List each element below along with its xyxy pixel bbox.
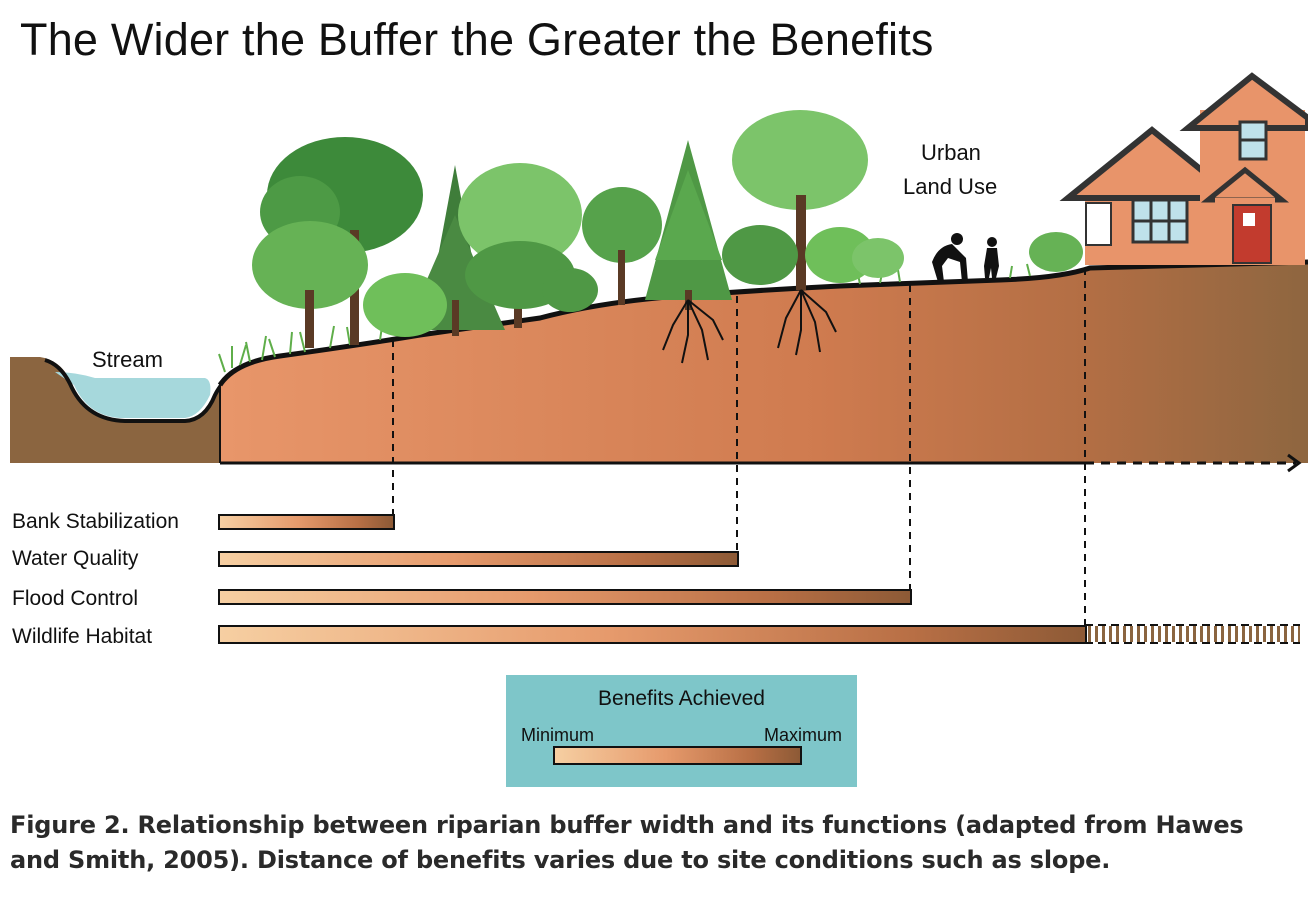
benefit-label-wildlife-habitat: Wildlife Habitat (12, 625, 152, 649)
benefit-bar-water-quality (218, 551, 739, 567)
benefit-label-bank-stabilization: Bank Stabilization (12, 510, 179, 534)
legend-gradient-bar (553, 746, 802, 765)
urban-label-line1: Urban (921, 140, 981, 166)
benefit-bar-wildlife-habitat (218, 625, 1087, 644)
figure-caption: Figure 2. Relationship between riparian … (10, 808, 1290, 878)
legend-box: Benefits Achieved Minimum Maximum (506, 675, 857, 787)
house (1068, 76, 1308, 265)
legend-max-label: Maximum (764, 725, 842, 746)
urban-label-line2: Land Use (903, 174, 997, 200)
benefit-bar-bank-stabilization (218, 514, 395, 530)
benefit-label-water-quality: Water Quality (12, 547, 138, 571)
benefit-label-flood-control: Flood Control (12, 587, 138, 611)
legend-min-label: Minimum (521, 725, 594, 746)
legend-title: Benefits Achieved (506, 687, 857, 711)
benefit-bar-flood-control (218, 589, 912, 605)
people (932, 233, 999, 282)
stream-label: Stream (92, 347, 163, 373)
